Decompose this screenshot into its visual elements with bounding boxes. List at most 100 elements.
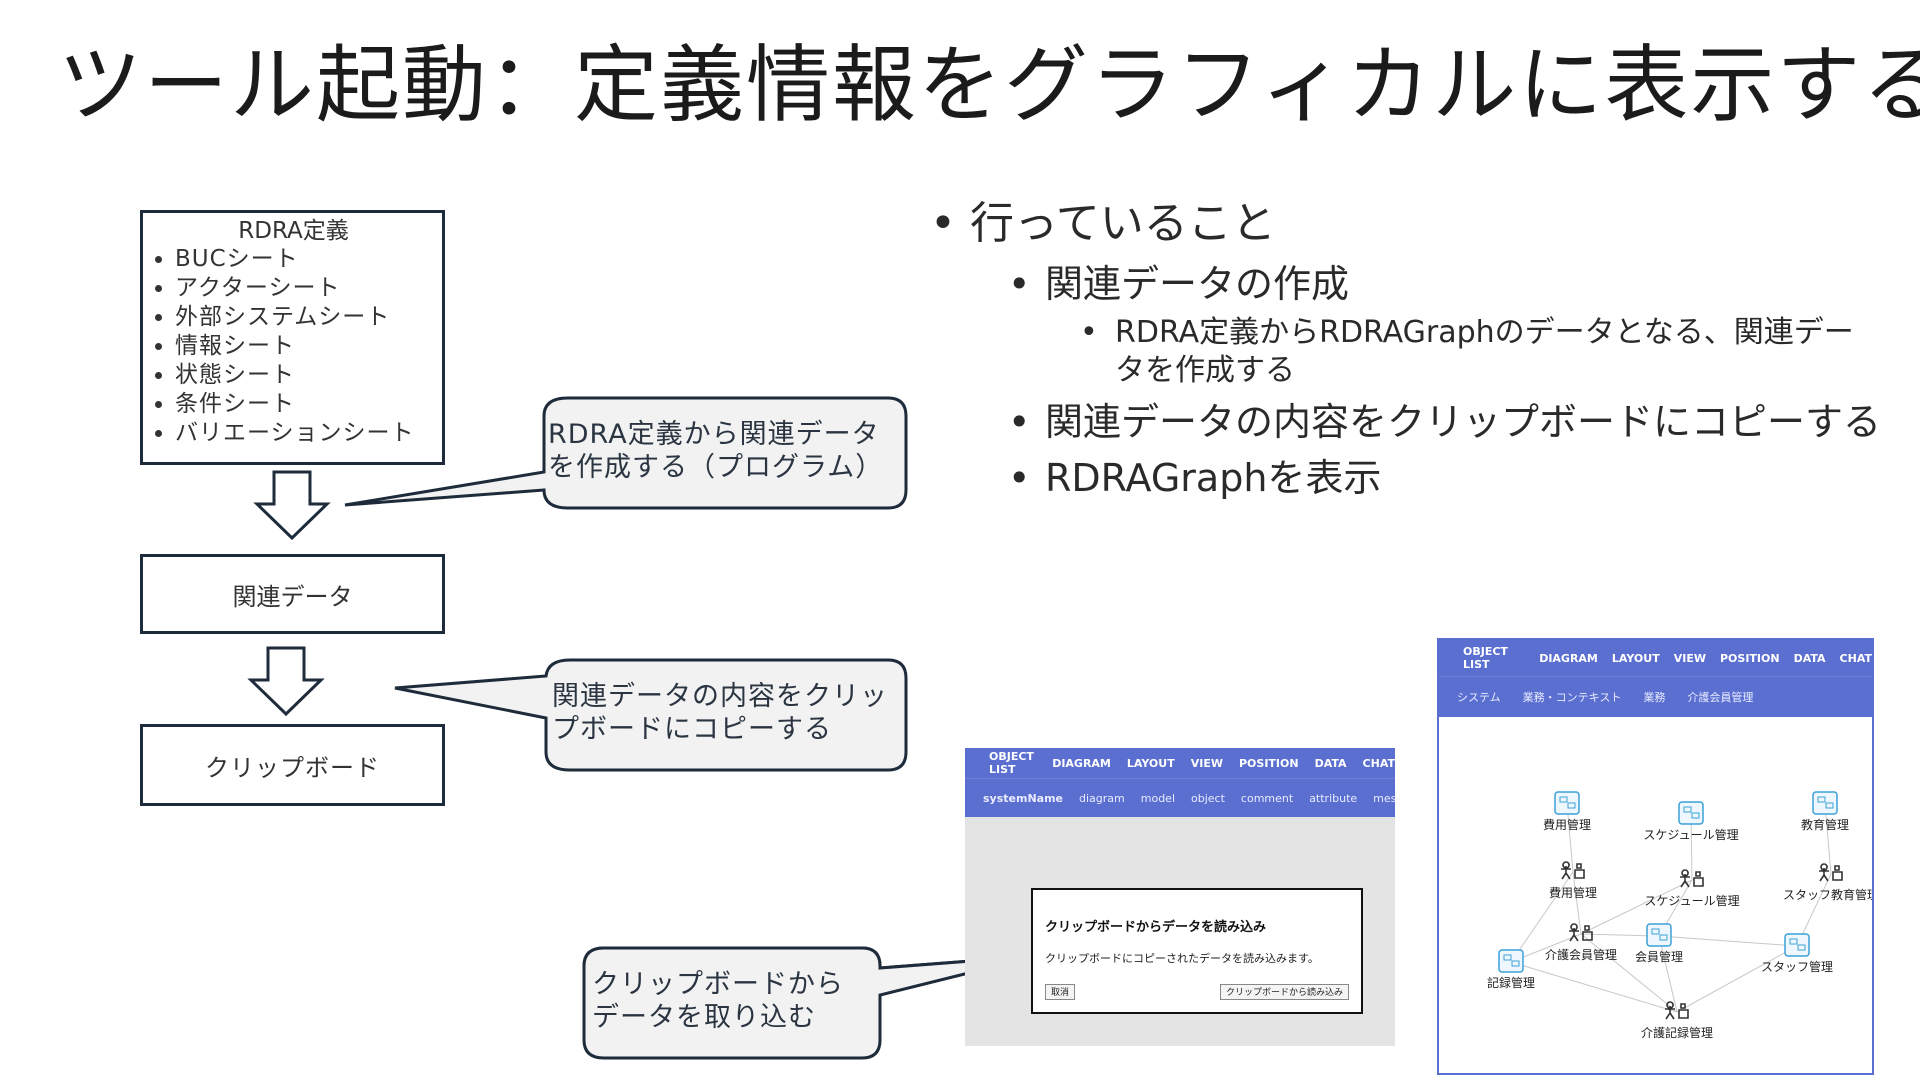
bullet-item-1-sub: RDRA定義からRDRAGraphのデータとなる、関連デー タを作成する [930,314,1910,390]
tab-business-context[interactable]: 業務・コンテキスト [1522,691,1622,704]
menu-object-list[interactable]: OBJECT LIST [1463,645,1508,671]
callout-create-line: RDRA定義から関連データ [548,419,880,450]
callout-copy-line: プボードにコピーする [552,714,832,745]
down-arrow-2 [247,646,325,717]
tab-comment[interactable]: comment [1240,791,1294,805]
graph-usecase-node[interactable]: スケジュール管理 [1643,801,1739,842]
graph-usecase-node[interactable]: スタッフ管理 [1761,933,1833,974]
actor-icon [1680,869,1704,888]
tab-system[interactable]: システム [1457,691,1501,704]
bullet-item-3: RDRAGraphを表示 [930,450,1910,506]
graph-edge [1690,813,1693,881]
clipboard-import-screenshot: OBJECT LIST DIAGRAM LAYOUT VIEW POSITION… [965,748,1395,1046]
graph-node-label: 会員管理 [1635,949,1683,964]
menu-diagram[interactable]: DIAGRAM [1539,651,1598,665]
menu-object-list[interactable]: OBJECT LIST [989,750,1034,776]
graph-edge [1510,961,1678,1013]
usecase-icon-part [1825,802,1834,809]
graph-node-label: 費用管理 [1543,817,1591,832]
graph-nodes: 費用管理スケジュール管理教育管理費用管理スケジュール管理スタッフ教育管理介護会員… [1487,791,1872,1040]
menu-data[interactable]: DATA [1793,651,1826,665]
graph-edge [1824,803,1832,875]
callout-import-line: データを取り込む [592,1002,816,1033]
menu-view[interactable]: VIEW [1190,756,1223,770]
graph-usecase-node[interactable]: 費用管理 [1543,791,1591,832]
app-tab-bar: システム 業務・コンテキスト 業務 介護会員管理 [1439,676,1872,717]
graph-node-label: 介護会員管理 [1545,947,1617,962]
graph-usecase-node[interactable]: 教育管理 [1801,791,1849,832]
menu-layout[interactable]: LAYOUT [1611,651,1660,665]
rdra-definition-box: RDRA定義 BUCシート アクターシート 外部システムシート 情報シート 状態… [140,210,445,465]
tab-care-member[interactable]: 介護会員管理 [1687,691,1754,704]
rdra-sheet-item: BUCシート [175,245,432,274]
actor-icon [1569,923,1593,942]
graph-actor-node[interactable]: スタッフ教育管理 [1783,863,1872,902]
graph-edge [1580,879,1693,935]
rdra-sheet-item: 情報シート [175,332,432,361]
clipboard-import-dialog: クリップボードからデータを読み込み クリップボードにコピーされたデータを読み込み… [1031,888,1363,1014]
app-menu-bar: OBJECT LIST DIAGRAM LAYOUT VIEW POSITION… [1439,640,1872,676]
down-arrow-1 [253,470,331,541]
menu-view[interactable]: VIEW [1673,651,1706,665]
rdra-sheet-list: BUCシート アクターシート 外部システムシート 情報シート 状態シート 条件シ… [155,245,432,448]
callout-create-line: を作成する（プログラム） [548,452,884,483]
graph-actor-node[interactable]: スケジュール管理 [1644,869,1740,908]
graph-node-label: 記録管理 [1487,975,1535,990]
menu-diagram[interactable]: DIAGRAM [1052,756,1111,770]
app-tab-bar: systemName diagram model object comment … [965,778,1395,817]
actor-icon [1665,1001,1689,1020]
graph-node-label: スケジュール管理 [1644,893,1739,908]
clipboard-box: クリップボード [140,724,445,806]
rdra-graph-canvas[interactable]: 費用管理スケジュール管理教育管理費用管理スケジュール管理スタッフ教育管理介護会員… [1439,718,1872,1073]
rdra-sheet-item: 外部システムシート [175,303,432,332]
actor-icon [1819,863,1843,882]
tab-message[interactable]: message [1373,791,1395,805]
usecase-icon-part [1503,954,1512,961]
rdra-sheet-item: 状態シート [175,361,432,390]
graph-edge [1566,803,1574,873]
tab-object[interactable]: object [1191,791,1225,805]
menu-chat[interactable]: CHAT [1839,651,1872,665]
menu-layout[interactable]: LAYOUT [1126,756,1175,770]
rdra-sheet-item: アクターシート [175,274,432,303]
graph-actor-node[interactable]: 介護記録管理 [1641,1001,1713,1040]
related-data-box: 関連データ [140,554,445,634]
callout-create-text: RDRA定義から関連データ を作成する（プログラム） [548,418,883,484]
graph-node-label: スケジュール管理 [1643,827,1738,842]
graph-usecase-node[interactable]: 会員管理 [1635,923,1683,964]
graph-node-label: 費用管理 [1549,885,1597,900]
usecase-icon-part [1817,796,1826,803]
menu-data[interactable]: DATA [1314,756,1347,770]
callout-import-body [582,946,1038,1060]
rdra-box-title: RDRA定義 [238,218,349,244]
tab-system-name[interactable]: systemName [983,791,1063,805]
callout-shape-create [344,396,908,510]
bullet-top: 行っていること [930,196,1910,252]
read-from-clipboard-button[interactable]: クリップボードから読み込み [1219,984,1349,1000]
graph-actor-node[interactable]: 費用管理 [1549,861,1597,900]
menu-position[interactable]: POSITION [1720,651,1780,665]
graph-edge [1676,945,1798,1013]
graph-edge [1580,933,1660,937]
tab-attribute[interactable]: attribute [1309,791,1358,805]
usecase-icon-part [1511,960,1520,967]
tab-business[interactable]: 業務 [1643,691,1666,704]
usecase-icon-part [1651,928,1660,935]
graph-edge [1580,933,1678,1013]
rdra-sheet-item: 条件シート [175,390,432,419]
rdra-sheet-item: バリエーションシート [175,419,432,448]
menu-chat[interactable]: CHAT [1362,756,1395,770]
callout-copy-text: 関連データの内容をクリッ プボードにコピーする [552,680,888,746]
graph-node-label: スタッフ教育管理 [1783,887,1872,902]
usecase-icon-part [1789,938,1798,945]
graph-edge [1572,871,1582,935]
menu-position[interactable]: POSITION [1239,756,1299,770]
tab-model[interactable]: model [1140,791,1176,805]
usecase-icon-part [1567,802,1576,809]
cancel-button[interactable]: 取消 [1045,984,1076,1000]
graph-actor-node[interactable]: 介護会員管理 [1545,923,1617,962]
tab-diagram[interactable]: diagram [1079,791,1125,805]
bullet-item-1: 関連データの作成 [930,256,1910,312]
graph-usecase-node[interactable]: 記録管理 [1487,949,1535,990]
